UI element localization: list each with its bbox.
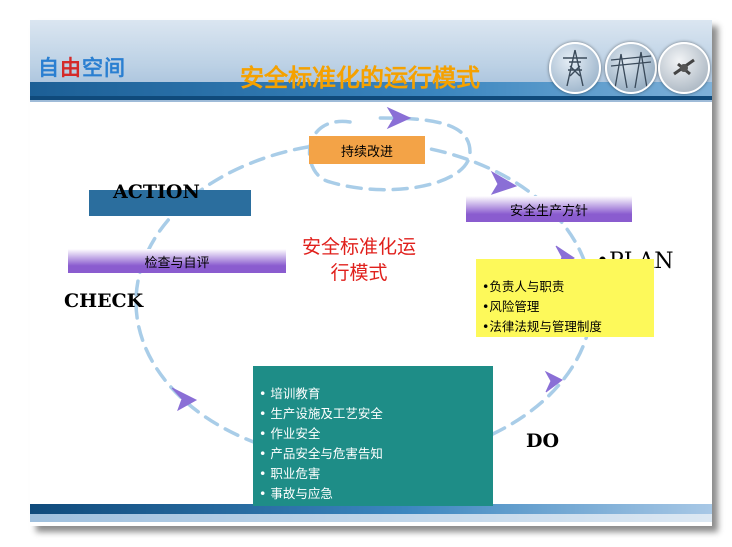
list-item: • 产品安全与危害告知 bbox=[259, 446, 383, 461]
center-title-line-1: 安全标准化运 bbox=[301, 236, 416, 258]
logo-char-1: 自 bbox=[38, 56, 60, 80]
safety-policy-label: 安全生产方针 bbox=[509, 203, 588, 219]
list-item: •风险管理 bbox=[482, 299, 540, 314]
inspection-self-eval-box: 检查与自评 bbox=[68, 249, 286, 273]
center-title-line-2: 行模式 bbox=[330, 262, 388, 284]
plan-items-list: •负责人与职责 •风险管理 •法律法规与管理制度 bbox=[482, 277, 654, 337]
footer-band bbox=[30, 504, 712, 514]
satellite-photo-icon bbox=[658, 42, 710, 94]
logo-char-3: 空 bbox=[82, 56, 104, 80]
list-item: • 培训教育 bbox=[259, 386, 321, 401]
arrowhead-icon bbox=[544, 370, 563, 393]
arrowhead-icon bbox=[386, 106, 412, 130]
logo-char-2: 由 bbox=[60, 56, 82, 80]
list-item: • 职业危害 bbox=[259, 466, 321, 481]
plan-items-box: •负责人与职责 •风险管理 •法律法规与管理制度 bbox=[476, 259, 654, 337]
arrowhead-icon bbox=[171, 387, 198, 412]
list-item: • 事故与应急 bbox=[259, 486, 333, 501]
action-box bbox=[89, 190, 251, 216]
list-item: • 生产设施及工艺安全 bbox=[259, 406, 383, 421]
continuous-improvement-box: 持续改进 bbox=[309, 136, 425, 164]
footer-banner bbox=[30, 502, 712, 526]
page-title: 安全标准化的运行模式 bbox=[240, 64, 480, 92]
action-label: ACTION bbox=[113, 181, 200, 203]
list-item: •负责人与职责 bbox=[482, 279, 565, 294]
list-item: • 作业安全 bbox=[259, 426, 321, 441]
logo-char-4: 间 bbox=[104, 56, 126, 80]
inspection-self-eval-label: 检查与自评 bbox=[144, 255, 210, 271]
logo: 自由空间 bbox=[38, 52, 126, 82]
list-item: •法律法规与管理制度 bbox=[482, 319, 602, 334]
center-title: 安全标准化运 行模式 bbox=[279, 234, 439, 286]
continuous-improvement-label: 持续改进 bbox=[340, 144, 393, 160]
header-band-dark bbox=[30, 96, 712, 100]
do-label: DO bbox=[526, 430, 560, 452]
transmission-tower-photo-icon bbox=[549, 42, 601, 94]
do-items-list: • 培训教育 • 生产设施及工艺安全 • 作业安全 • 产品安全与危害告知 • … bbox=[259, 384, 493, 504]
check-label: CHECK bbox=[64, 290, 144, 312]
do-items-box: • 培训教育 • 生产设施及工艺安全 • 作业安全 • 产品安全与危害告知 • … bbox=[253, 366, 493, 506]
safety-policy-box: 安全生产方针 bbox=[466, 196, 632, 222]
header-band bbox=[30, 82, 712, 96]
power-lines-photo-icon bbox=[605, 42, 657, 94]
footer-band-light bbox=[30, 514, 712, 522]
arrowhead-icon bbox=[490, 170, 518, 195]
header-banner: 自由空间 安全标准化的运行模式 bbox=[30, 20, 712, 102]
